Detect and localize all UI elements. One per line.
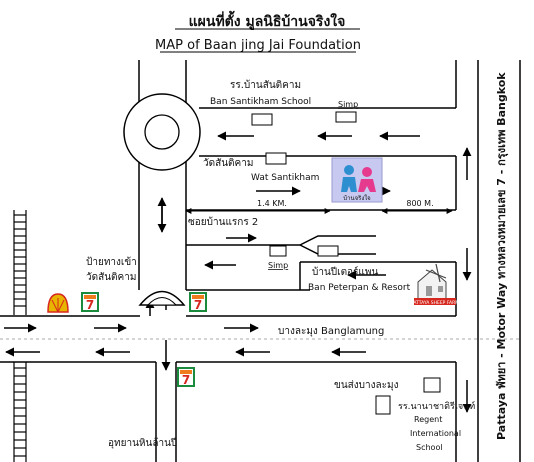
label-temple-english: Wat Santikham	[251, 173, 319, 183]
label-regent-english-3: School	[416, 443, 443, 452]
label-regent-thai: รร.นานาชาติรีเจนท์	[398, 400, 475, 412]
title-thai: แผนที่ตั้ง มูลนิธิบ้านจริงใจ	[189, 10, 346, 30]
distance-label-1: 1.4 KM.	[257, 199, 287, 208]
seven-eleven-icon-2: 7	[189, 292, 207, 312]
label-transport: ขนส่งบางละมุง	[334, 380, 399, 391]
logo-text: บ้านจริงใจ	[343, 194, 370, 202]
foundation-logo: บ้านจริงใจ	[331, 157, 383, 203]
soi-road	[186, 235, 456, 291]
label-soi: ซอยบ้านแรกร 2	[188, 216, 258, 228]
shell-icon	[47, 293, 69, 313]
building-boxes	[251, 111, 441, 415]
svg-text:7: 7	[182, 373, 190, 387]
label-entrance-thai-1: ป้ายทางเข้า	[86, 256, 137, 268]
roundabout	[123, 93, 201, 171]
motorway	[455, 60, 521, 462]
svg-text:7: 7	[86, 298, 94, 312]
direction-arrows	[4, 131, 472, 413]
seven-eleven-icon-3: 7	[177, 367, 195, 387]
label-peterpan-thai: บ้านปีเตอร์แพน	[312, 266, 378, 278]
title-english: MAP of Baan jing Jai Foundation	[155, 38, 361, 53]
railway-track	[13, 210, 27, 462]
sheep-farm-icon: PATTAYA SHEEP FARM	[411, 263, 459, 306]
distance-label-2: 800 M.	[406, 199, 433, 208]
main-road-banglamung	[0, 315, 520, 363]
vertical-road-left	[138, 60, 187, 462]
label-simp-top: Simp	[338, 100, 358, 109]
label-peterpan-english: Ban Peterpan & Resort	[308, 283, 411, 293]
seven-eleven-icon-1: 7	[81, 292, 99, 312]
label-regent-english-1: Regent	[414, 415, 442, 424]
label-banglamung: บางละมุง Banglamung	[278, 326, 384, 337]
svg-text:PATTAYA SHEEP FARM: PATTAYA SHEEP FARM	[411, 300, 459, 306]
label-simp-mid: Simp	[268, 261, 288, 270]
label-entrance-thai-2: วัดสันติคาม	[86, 272, 136, 283]
label-temple-thai: วัดสันติคาม	[203, 158, 253, 169]
svg-text:7: 7	[194, 298, 202, 312]
label-school-thai: รร.บ้านสันติคาม	[230, 79, 301, 91]
motorway-label: Pattaya พัทยา - Motor Way ทางหลวงหมายเลข…	[495, 72, 509, 440]
label-school-english: Ban Santikham School	[210, 97, 311, 107]
label-park: อุทยานหินล้านปี	[108, 437, 177, 449]
entrance-gate-icon	[138, 290, 186, 306]
label-regent-english-2: International	[410, 429, 461, 438]
